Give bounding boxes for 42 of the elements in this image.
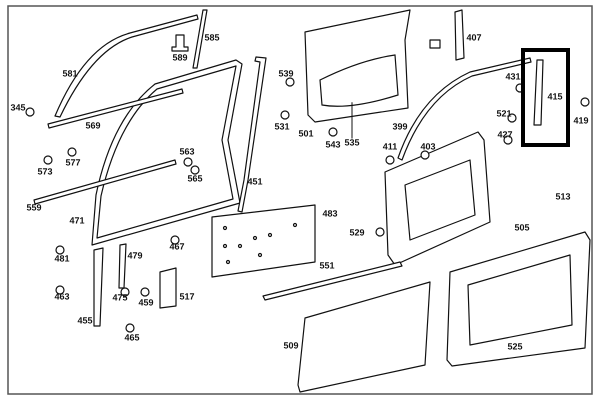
callout-number: 501	[298, 130, 314, 138]
callout-number: 471	[69, 216, 85, 226]
callout-number: 551	[319, 262, 335, 270]
callout-number: 411	[382, 142, 398, 152]
callout-number: 577	[65, 158, 81, 168]
callout-number: 543	[325, 140, 341, 150]
callout-number: 517	[179, 292, 195, 302]
callout-number: 521	[496, 110, 512, 118]
callout-number: 569	[85, 122, 101, 130]
callout-number: 479	[127, 252, 143, 260]
callout-number: 475	[112, 294, 128, 302]
callout-number: 513	[555, 192, 571, 202]
callout-number: 539	[278, 70, 294, 78]
callout-number: 465	[124, 334, 140, 342]
callout-number: 345	[10, 104, 26, 112]
callout-number: 419	[573, 116, 589, 126]
callout-number: 529	[349, 228, 365, 238]
callout-number: 535	[344, 138, 360, 148]
callout-number: 585	[204, 34, 220, 42]
callout-number: 565	[187, 174, 203, 184]
callout-number: 563	[179, 148, 195, 156]
callout-number: 509	[283, 342, 299, 350]
callout-number: 463	[54, 292, 70, 302]
callout-number: 415	[547, 92, 563, 102]
callout-number: 559	[26, 204, 42, 212]
callout-number: 459	[138, 298, 154, 308]
callout-number: 505	[514, 224, 530, 232]
callout-number: 399	[392, 122, 408, 132]
callout-number: 431	[505, 72, 521, 82]
callout-number: 481	[54, 254, 70, 264]
door-pocket-drawing	[319, 54, 399, 107]
callout-number: 525	[507, 342, 523, 352]
callout-number: 573	[37, 168, 53, 176]
callout-number: 407	[466, 34, 482, 42]
callout-number: 403	[420, 142, 436, 152]
callout-number: 451	[247, 178, 263, 186]
callout-number: 483	[322, 210, 338, 218]
callout-number: 455	[77, 316, 93, 326]
callout-number: 589	[172, 54, 188, 62]
callout-number: 467	[169, 242, 185, 252]
callout-number: 531	[274, 122, 290, 132]
callout-number: 581	[62, 70, 78, 78]
